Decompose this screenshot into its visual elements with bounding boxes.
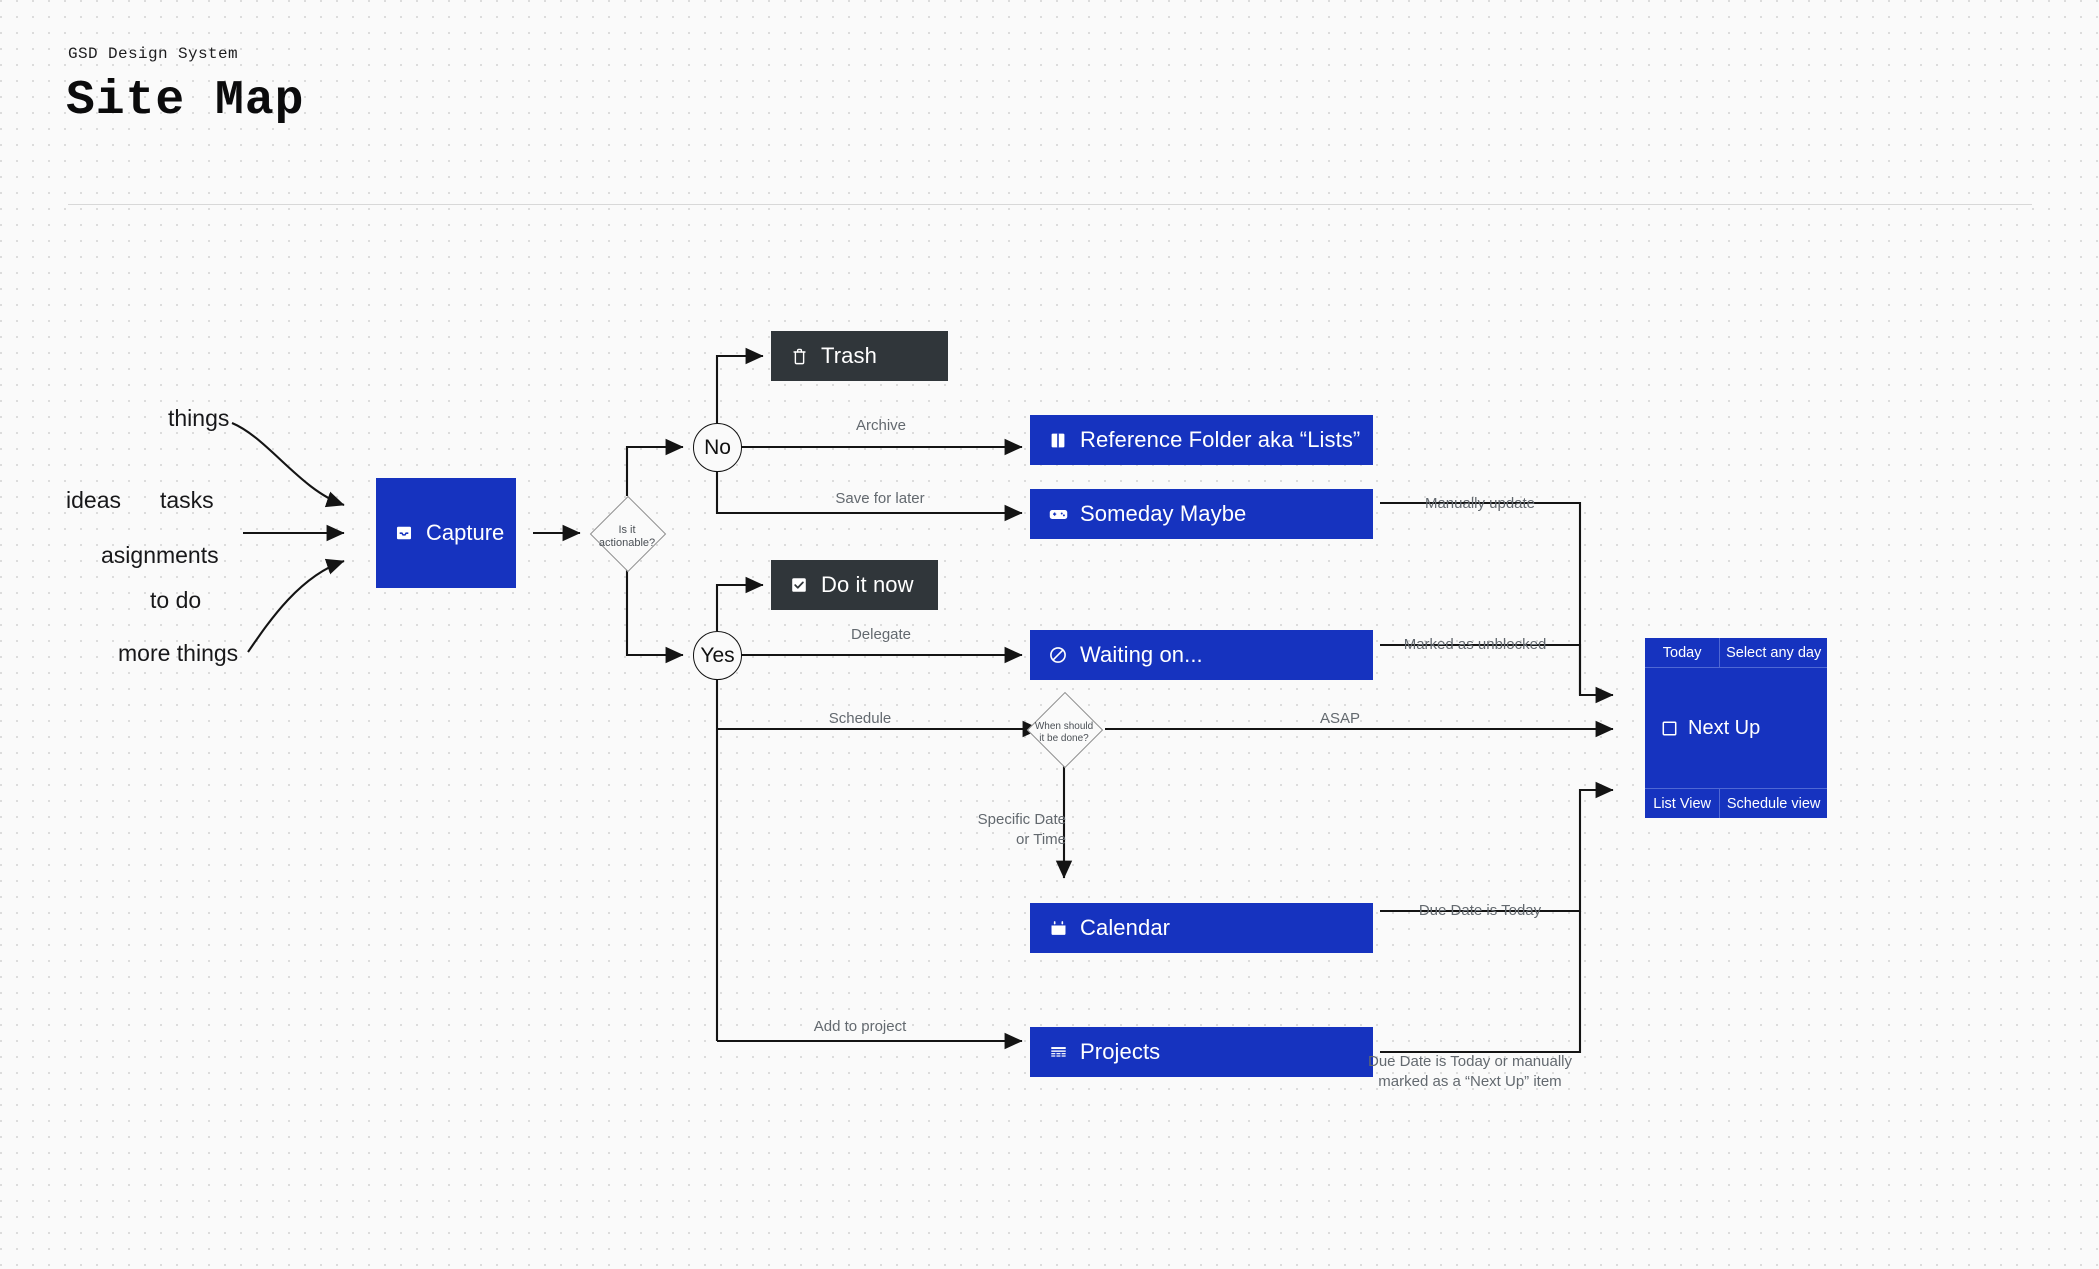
branch-no: No xyxy=(693,423,742,472)
next-up-body: Next Up xyxy=(1645,668,1827,788)
next-up-list-view-button[interactable]: List View xyxy=(1645,788,1720,818)
page-kicker: GSD Design System xyxy=(68,45,239,63)
gamepad-icon xyxy=(1048,504,1068,524)
next-up-top-row: Today Select any day xyxy=(1645,638,1827,668)
node-reference-folder-label: Reference Folder aka “Lists” xyxy=(1080,427,1361,452)
edge-label-marked-as-unblocked: Marked as unblocked xyxy=(1403,636,1547,653)
source-word-more-things: more things xyxy=(118,640,239,666)
calendar-icon xyxy=(1048,918,1068,938)
source-word-ideas: ideas xyxy=(66,487,121,513)
due-or-nextup-line1: Due Date is Today or manually xyxy=(1368,1053,1572,1070)
next-up-today-button[interactable]: Today xyxy=(1645,638,1720,668)
edge-label-delegate: Delegate xyxy=(850,626,912,643)
branch-no-label: No xyxy=(704,435,731,459)
edge-label-archive: Archive xyxy=(855,417,907,434)
checkbox-checked-icon xyxy=(789,575,809,595)
next-up-title: Next Up xyxy=(1688,716,1761,739)
source-word-to-do: to do xyxy=(150,587,202,613)
node-reference-folder[interactable]: Reference Folder aka “Lists” xyxy=(1030,415,1373,465)
edge-label-save-for-later: Save for later xyxy=(835,490,925,507)
node-capture[interactable]: Capture xyxy=(376,478,516,588)
branch-yes-label: Yes xyxy=(700,643,735,667)
next-up-bottom-row: List View Schedule view xyxy=(1645,788,1827,818)
trash-icon xyxy=(789,346,809,366)
node-calendar[interactable]: Calendar xyxy=(1030,903,1373,953)
header-divider xyxy=(68,204,2032,205)
book-icon xyxy=(1048,430,1068,450)
card-next-up[interactable]: Today Select any day Next Up List View S… xyxy=(1645,638,1827,818)
decision-is-it-actionable xyxy=(589,495,667,573)
node-do-it-now-label: Do it now xyxy=(821,572,914,597)
edge-label-due-date-or-next-up: Due Date is Today or manually marked as … xyxy=(1355,1052,1585,1091)
edge-label-add-to-project: Add to project xyxy=(813,1018,907,1035)
node-someday-maybe[interactable]: Someday Maybe xyxy=(1030,489,1373,539)
node-waiting-on-label: Waiting on... xyxy=(1080,642,1203,667)
node-projects[interactable]: Projects xyxy=(1030,1027,1373,1077)
edge-label-schedule: Schedule xyxy=(828,710,892,727)
node-trash-label: Trash xyxy=(821,343,877,368)
source-word-tasks: tasks xyxy=(160,487,214,513)
node-projects-label: Projects xyxy=(1080,1039,1161,1064)
source-word-things: things xyxy=(168,405,230,431)
no-entry-icon xyxy=(1048,645,1068,665)
node-trash[interactable]: Trash xyxy=(771,331,948,381)
checkbox-empty-icon xyxy=(1661,720,1677,736)
edge-label-due-date-is-today: Due Date is Today xyxy=(1418,902,1542,919)
edge-label-specific-date-or-time: Specific Date or Time xyxy=(886,810,1066,849)
specific-date-line2: or Time xyxy=(1015,830,1066,848)
next-up-select-any-day-button[interactable]: Select any day xyxy=(1719,638,1827,668)
node-waiting-on[interactable]: Waiting on... xyxy=(1030,630,1373,680)
node-calendar-label: Calendar xyxy=(1080,915,1171,940)
due-or-nextup-line2: marked as a “Next Up” item xyxy=(1378,1072,1562,1090)
edge-label-asap: ASAP xyxy=(1319,710,1361,727)
source-word-asignments: asignments xyxy=(101,542,219,568)
node-do-it-now[interactable]: Do it now xyxy=(771,560,938,610)
branch-yes: Yes xyxy=(693,631,742,680)
node-someday-maybe-label: Someday Maybe xyxy=(1080,501,1247,526)
edge-label-manually-update: Manually update xyxy=(1424,495,1536,512)
next-up-schedule-view-button[interactable]: Schedule view xyxy=(1719,788,1827,818)
page-title: Site Map xyxy=(66,74,305,128)
table-rows-icon xyxy=(1048,1042,1068,1062)
node-capture-label: Capture xyxy=(426,520,505,545)
inbox-tray-icon xyxy=(394,523,414,543)
specific-date-line1: Specific Date xyxy=(977,811,1066,828)
decision-when-should-it-be-done xyxy=(1026,691,1104,769)
